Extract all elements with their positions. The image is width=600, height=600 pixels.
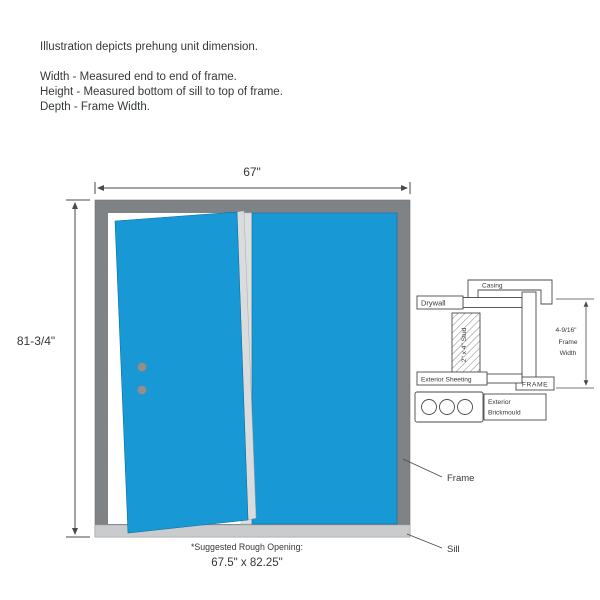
frame-label-box — [515, 376, 555, 391]
exterior-brickmould-label-box — [483, 393, 547, 421]
exterior-sheeting-label: Exterior Sheeting — [421, 377, 472, 384]
rough-opening-value: 67.5" x 82.25" — [211, 557, 282, 569]
frame-width-label-line2: Width — [560, 350, 577, 357]
exterior-brickmould-label-line1: Exterior — [488, 399, 512, 406]
casing-profile — [467, 279, 553, 305]
brickmould-circle-2 — [439, 399, 455, 415]
frame-width-value: 4-9/16" — [555, 327, 577, 334]
header-line-4: Depth - Frame Width. — [40, 101, 150, 113]
frame-callout-label: Frame — [447, 473, 474, 484]
door-handle-dot-bottom — [137, 385, 147, 395]
frame-jamb — [521, 291, 537, 387]
frame-label: FRAME — [522, 382, 548, 389]
door-handle-dot-top — [137, 362, 147, 372]
header-line-2: Width - Measured end to end of frame. — [40, 71, 237, 83]
sill-callout-leader — [406, 533, 443, 549]
left-door-panel — [114, 211, 249, 534]
drywall-layer — [462, 297, 523, 308]
rough-opening-title: *Suggested Rough Opening: — [191, 542, 303, 552]
drywall-label-box — [416, 295, 464, 310]
sill-callout-label: Sill — [447, 544, 460, 555]
height-dimension-label: 81-3/4" — [17, 334, 55, 348]
stud-section — [451, 312, 481, 378]
sheeting-layer — [486, 373, 523, 384]
brickmould-circle-1 — [421, 399, 437, 415]
frame-width-label-line1: Frame — [558, 339, 577, 346]
right-door-panel — [251, 212, 398, 525]
header-line-3: Height - Measured bottom of sill to top … — [40, 86, 283, 98]
exterior-sheeting-label-box — [416, 371, 488, 386]
casing-label: Casing — [482, 283, 503, 290]
frame-callout-leader — [402, 458, 443, 478]
exterior-brickmould-label-line2: Brickmould — [488, 410, 521, 417]
stud-label: 2" x 4" Stud — [461, 327, 468, 362]
brickmould-circle-3 — [457, 399, 473, 415]
header-line-1: Illustration depicts prehung unit dimens… — [40, 41, 258, 53]
width-dimension-label: 67" — [243, 165, 261, 179]
drywall-label: Drywall — [421, 299, 446, 308]
